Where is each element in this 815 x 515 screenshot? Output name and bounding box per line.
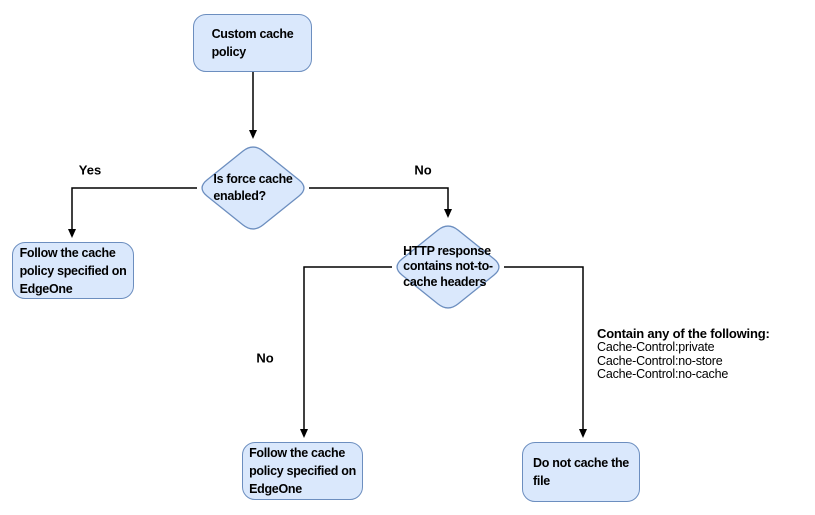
decision-force-cache: Is force cache enabled? — [197, 143, 309, 233]
edge-label-no-headers: No — [256, 350, 274, 366]
node-follow-policy-yes-label: Follow the cache policy specified on Edg… — [19, 245, 127, 296]
annotation-heading: Contain any of the following: — [597, 326, 770, 341]
node-follow-policy-yes: Follow the cache policy specified on Edg… — [12, 242, 134, 299]
decision-not-to-cache-headers-label: HTTP response contains not-to- cache hea… — [403, 243, 493, 289]
connector-no-to-headers-decision — [309, 187, 452, 218]
decision-force-cache-label: Is force cache enabled? — [213, 172, 293, 203]
decision-diamond-force-cache — [201, 146, 305, 230]
edge-label-no-force-cache: No — [414, 162, 432, 178]
node-follow-policy-no: Follow the cache policy specified on Edg… — [242, 442, 363, 500]
annotation-item: Cache-Control:private — [597, 340, 715, 355]
connector-no-headers-to-follow-policy — [300, 266, 392, 438]
node-do-not-cache: Do not cache the file — [522, 442, 640, 502]
connector-headers-to-do-not-cache — [504, 266, 587, 438]
edge-label-yes: Yes — [78, 162, 102, 178]
node-custom-cache-policy-label: Custom cache policy — [211, 27, 294, 59]
decision-diamond-not-to-cache-headers — [396, 225, 500, 309]
decision-not-to-cache-headers: HTTP response contains not-to- cache hea… — [392, 222, 504, 312]
cache-headers-annotation: Contain any of the following: Cache-Cont… — [597, 327, 770, 382]
connector-yes-to-follow-policy — [68, 187, 197, 238]
annotation-item: Cache-Control:no-store — [597, 353, 723, 368]
node-follow-policy-no-label: Follow the cache policy specified on Edg… — [249, 446, 356, 496]
node-custom-cache-policy: Custom cache policy — [193, 14, 312, 72]
annotation-item: Cache-Control:no-cache — [597, 367, 729, 382]
node-do-not-cache-label: Do not cache the file — [533, 456, 629, 488]
